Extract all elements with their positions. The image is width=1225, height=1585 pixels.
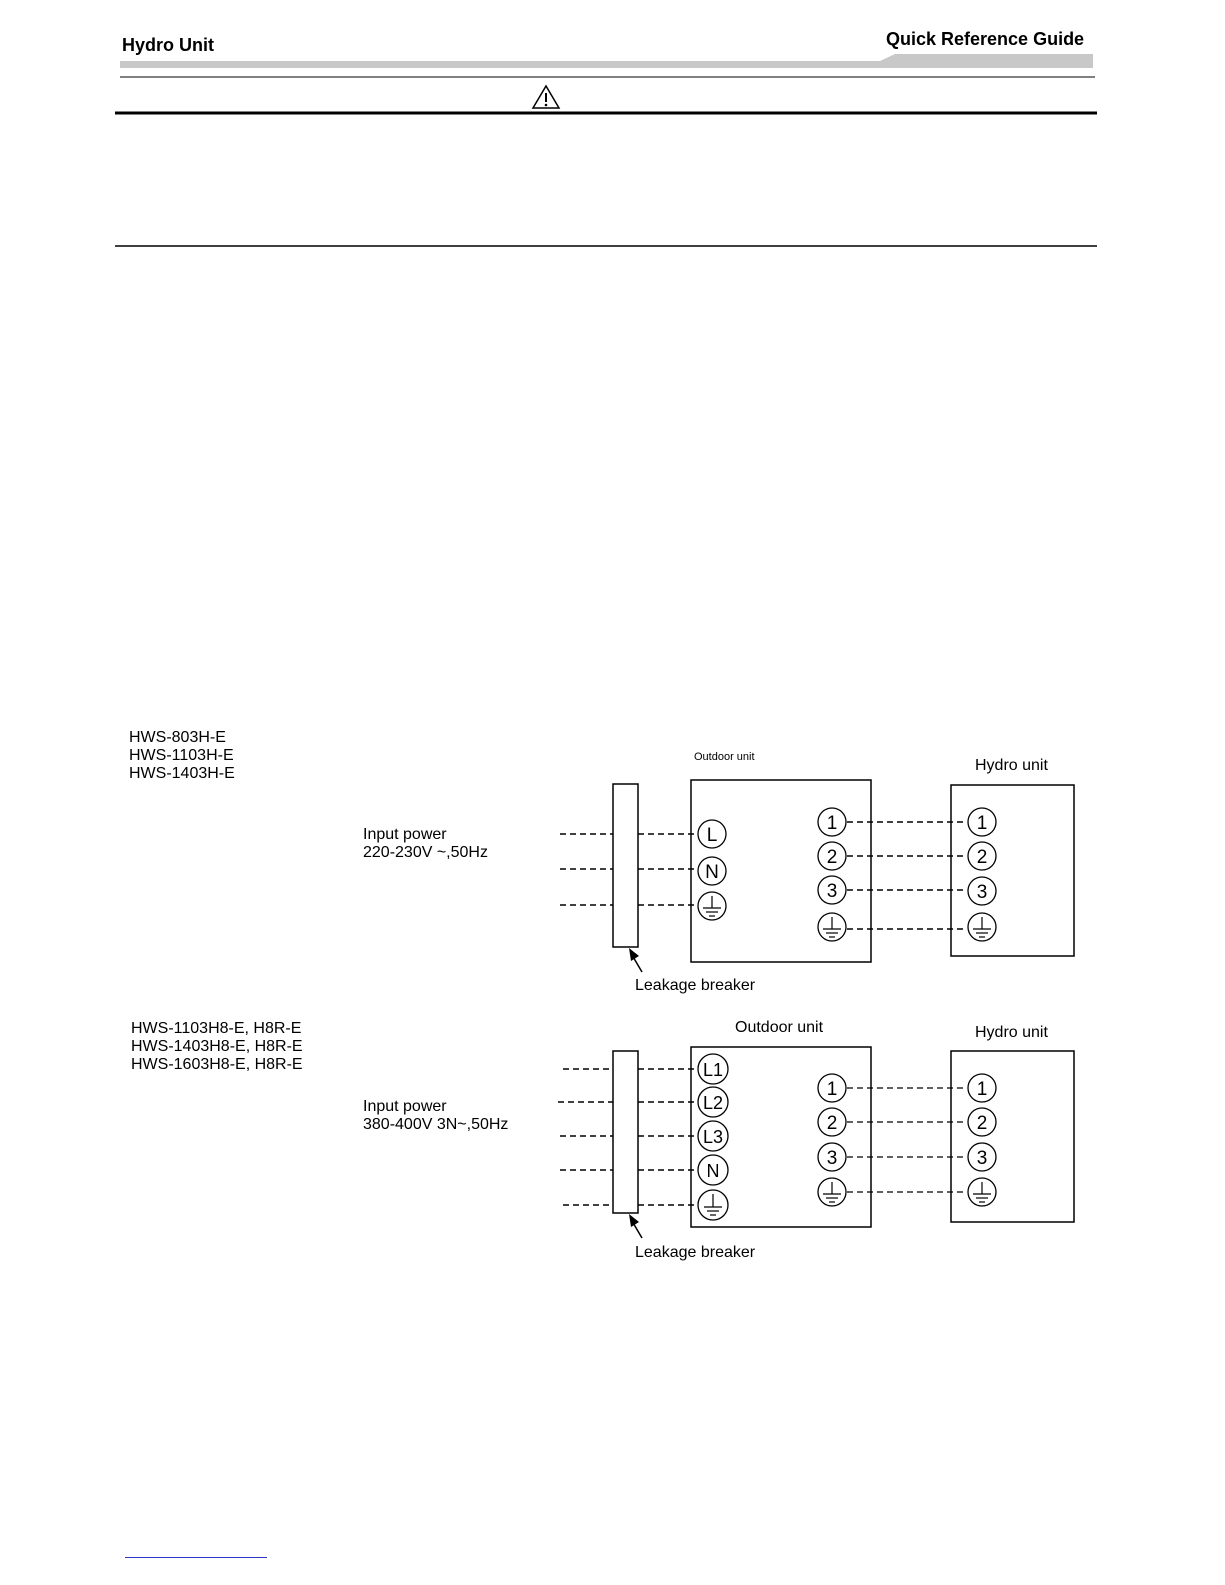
footer-link-underline[interactable] [125,1557,267,1558]
model-name: HWS-1403H-E [129,765,235,782]
terminal-label: 2 [977,1113,988,1134]
input-power-spec: 220-230V ~,50Hz [363,844,488,861]
terminal-label: 3 [977,882,988,903]
terminal-L1 [697,1053,729,1085]
ground-symbol-icon [967,912,997,942]
ground-symbol-icon [697,1189,729,1221]
model-name: HWS-1103H-E [129,747,234,764]
header-right-title: Quick Reference Guide [886,29,1085,49]
hydro-unit-label-2: Hydro unit [975,1024,1048,1041]
terminal-label: 1 [827,813,838,834]
terminal-label: 2 [827,847,838,868]
hydro-unit-label-1: Hydro unit [975,757,1048,774]
hydro-unit-box-2 [950,1050,1075,1223]
terminal-label: N [707,1161,720,1181]
input-power-2: Input power 380-400V 3N~,50Hz [363,1098,508,1134]
warning-triangle-icon [531,84,561,109]
ground-symbol-icon [697,891,727,921]
leakage-breaker-1 [612,783,639,948]
terminal-label: 1 [827,1079,838,1100]
input-power-label: Input power [363,1098,447,1115]
terminal-label: 1 [977,813,988,834]
terminal-L3 [697,1120,729,1152]
link-wires-1 [847,821,967,930]
wiring-diagram-2: L1 L2 L3 N 1 2 3 [558,1019,1075,1261]
ground-symbol-icon [817,1177,847,1207]
header-bar [120,54,1093,68]
terminal-N [697,856,727,886]
terminal-2 [967,1107,997,1137]
terminal-N [697,1154,729,1186]
terminal-1 [967,807,997,837]
ground-symbol-icon [817,912,847,942]
terminal-label: N [705,862,719,883]
terminal-2 [817,841,847,871]
model-name: HWS-1603H8-E, H8R-E [131,1056,303,1073]
terminal-2 [967,841,997,871]
terminal-label: L [707,825,718,846]
hydro-unit-box-1 [950,784,1075,957]
terminal-3 [967,876,997,906]
leakage-breaker-arrow-1 [629,948,643,973]
outdoor-unit-label-1: Outdoor unit [694,751,755,763]
terminal-label: 3 [827,881,838,902]
terminal-3 [817,875,847,905]
terminal-1 [817,1073,847,1103]
input-power-wires-2 [558,1068,697,1206]
terminal-label: 3 [827,1148,838,1169]
input-power-spec: 380-400V 3N~,50Hz [363,1116,509,1133]
terminal-label: 2 [977,847,988,868]
outdoor-unit-box-1 [690,779,872,963]
leakage-breaker-label-1: Leakage breaker [635,977,756,994]
input-power-label: Input power [363,826,447,843]
terminal-label: 3 [977,1148,988,1169]
terminal-label: 1 [977,1079,988,1100]
terminal-L [697,819,727,849]
model-name: HWS-1403H8-E, H8R-E [131,1038,303,1055]
model-list-2: HWS-1103H8-E, H8R-E HWS-1403H8-E, H8R-E … [131,1020,303,1074]
input-power-1: Input power 220-230V ~,50Hz [363,826,488,862]
leakage-breaker-2 [612,1050,639,1214]
terminal-2 [817,1107,847,1137]
terminal-label: L3 [703,1127,723,1147]
outdoor-unit-label-2: Outdoor unit [735,1019,824,1036]
terminal-label: L2 [703,1093,723,1113]
outdoor-unit-box-2 [690,1046,872,1228]
terminal-1 [967,1073,997,1103]
input-power-wires-1 [560,833,697,906]
model-name: HWS-803H-E [129,729,226,746]
ground-symbol-icon [967,1177,997,1207]
terminal-L2 [697,1086,729,1118]
model-list-1: HWS-803H-E HWS-1103H-E HWS-1403H-E [129,729,235,783]
terminal-3 [817,1142,847,1172]
leakage-breaker-arrow-2 [629,1214,643,1239]
link-wires-2 [847,1087,967,1193]
terminal-3 [967,1142,997,1172]
terminal-1 [817,807,847,837]
model-name: HWS-1103H8-E, H8R-E [131,1020,302,1037]
leakage-breaker-label-2: Leakage breaker [635,1244,756,1261]
terminal-label: 2 [827,1113,838,1134]
wiring-diagram-1: L N 1 2 3 [560,751,1075,994]
terminal-label: L1 [703,1060,723,1080]
header-left-title: Hydro Unit [122,35,214,55]
